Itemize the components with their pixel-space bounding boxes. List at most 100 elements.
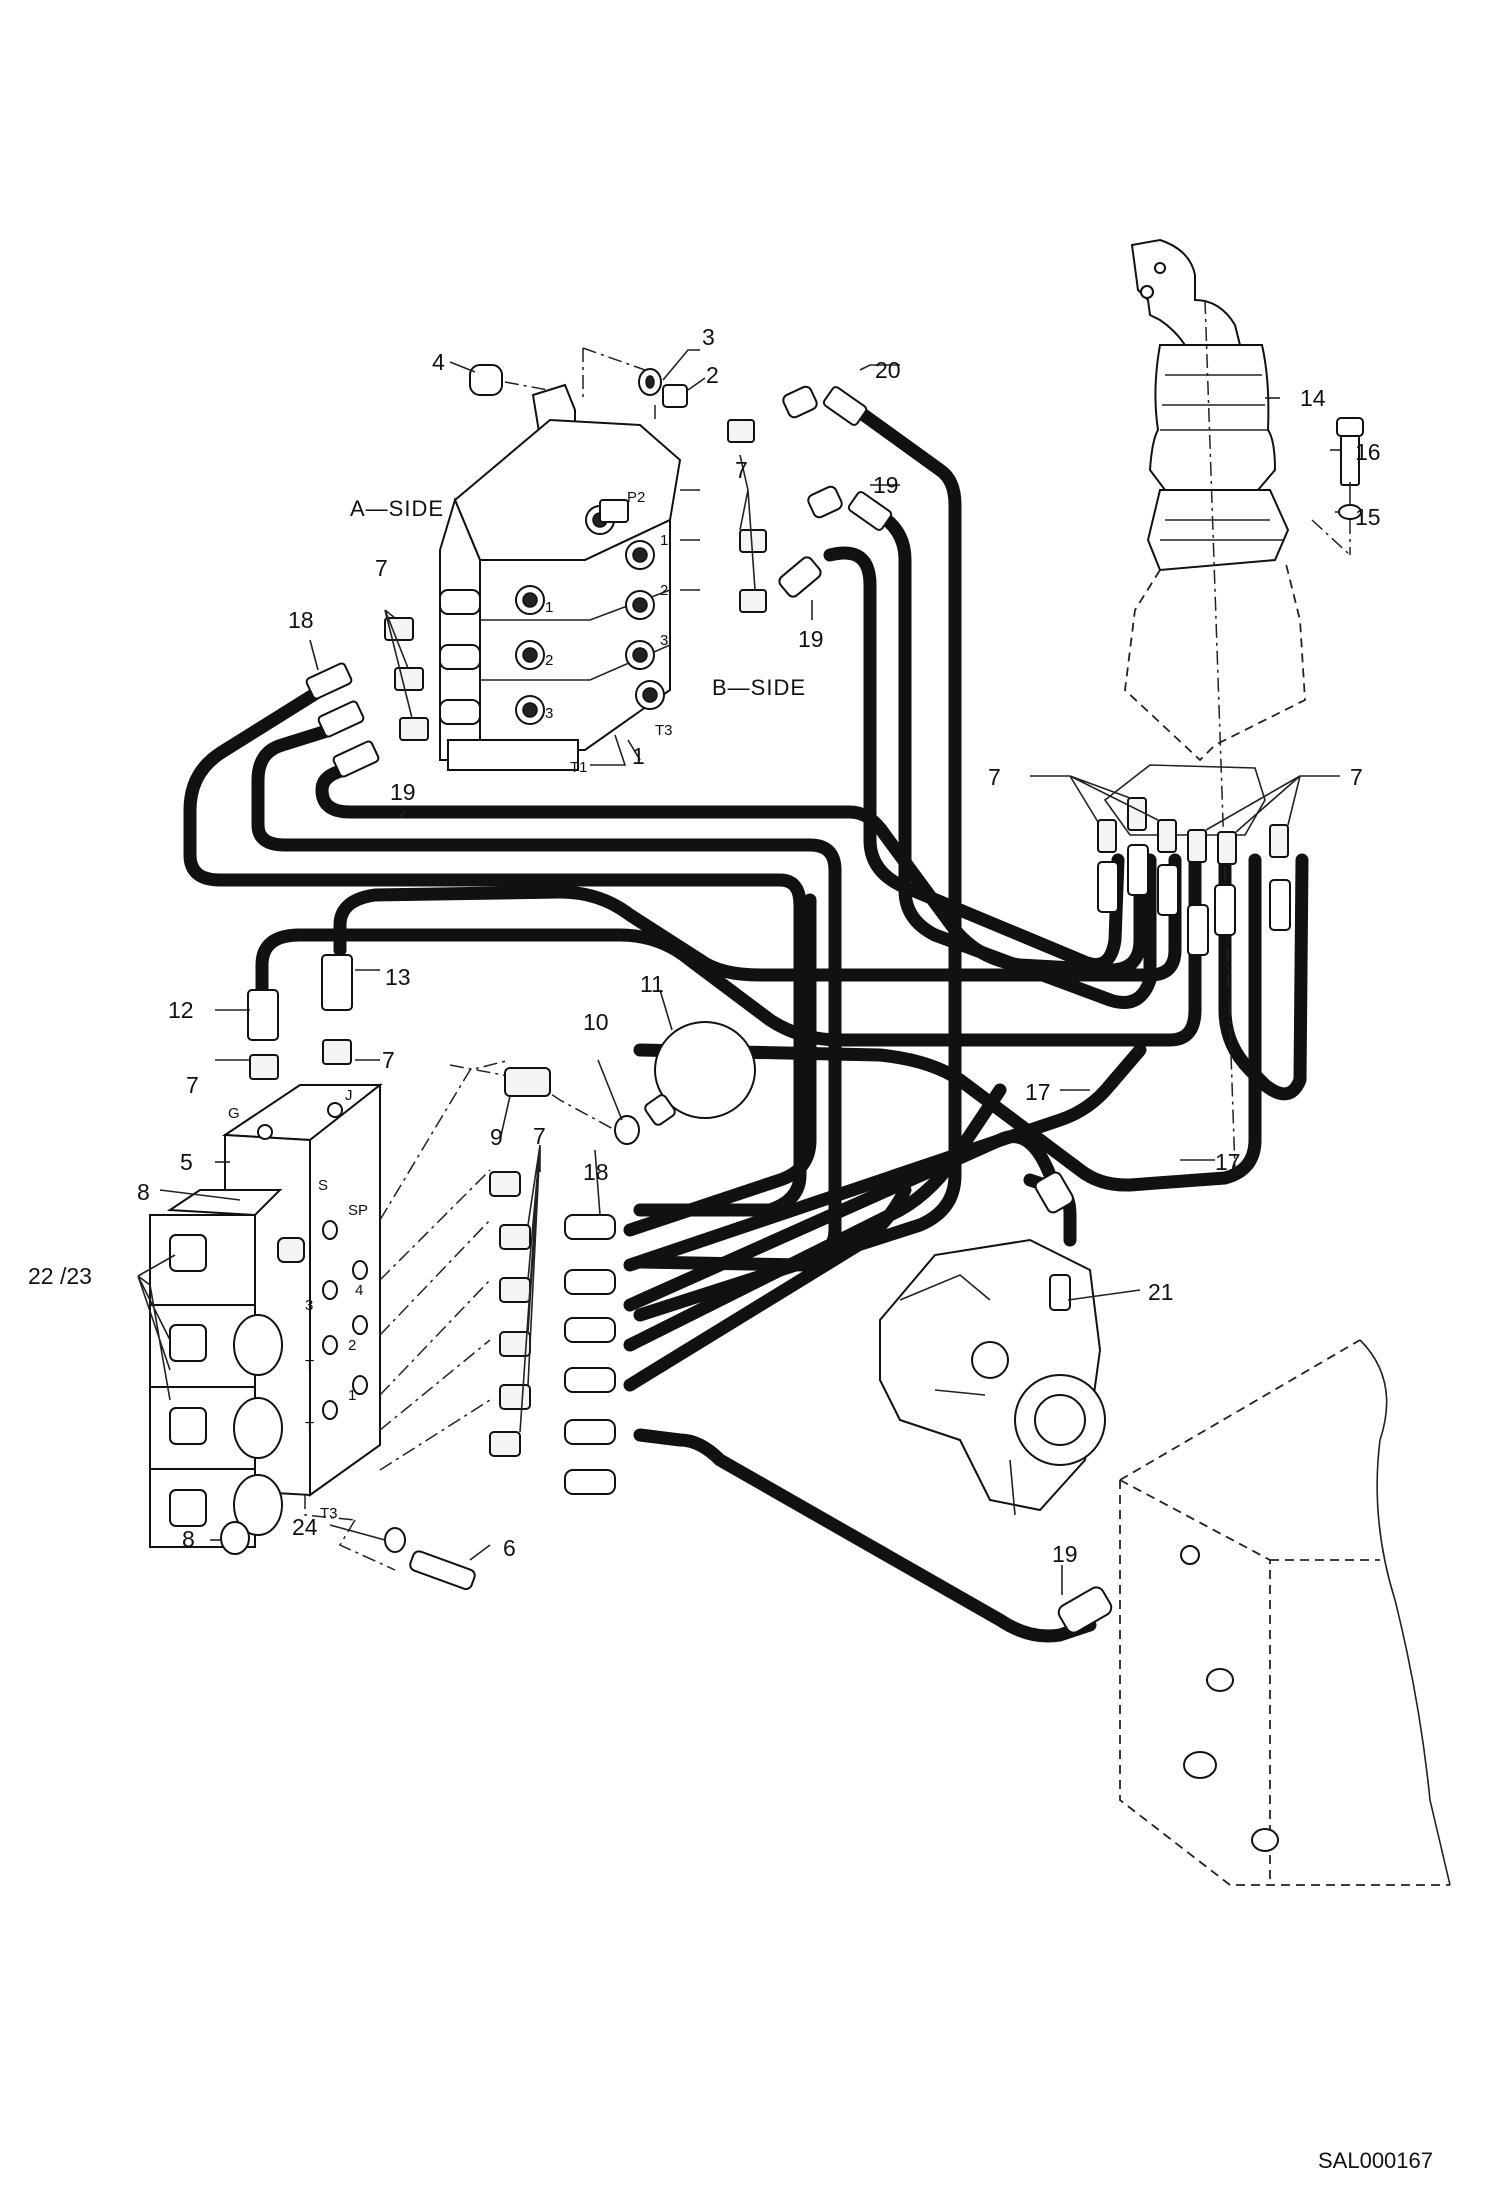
callout-7-joystick-left: 7 [988,764,1001,790]
solenoid-valve-stack [149,1189,283,1548]
callout-7-manifold-g: 7 [186,1072,199,1098]
fitting-21 [1049,1274,1071,1311]
hose-18-lower [623,893,817,1237]
callout-19-upper: 19 [873,472,899,498]
port-plate-outline [1103,764,1266,836]
hose-18-upper [183,685,807,1217]
hose-19-upper [863,503,1157,1009]
callout-8-lower: 8 [182,1526,195,1552]
port-label-s: S [318,1177,328,1194]
callout-labels: 1 2 3 4 5 6 7 7 7 7 7 7 7 8 8 9 10 11 12… [28,324,1381,1567]
joystick-base [1146,489,1290,572]
hose-r4 [623,1183,912,1392]
callout-17-right: 17 [1215,1149,1241,1175]
valve-spools [439,589,481,725]
part-9-fitting [449,1064,616,1131]
manifold-bolt-line [304,1495,396,1571]
callout-19-lower: 19 [390,779,416,805]
manifold-side [309,1082,381,1497]
pump-flange-bore [1034,1394,1086,1446]
oring-10 [614,1115,640,1145]
part-4-plug [469,364,549,396]
hose-ends-a-side [305,662,380,778]
manifold-port-1: 1 [348,1387,356,1404]
callout-7-column: 7 [533,1123,546,1149]
manifold-assembly [149,954,476,1590]
callout-7-valve-a: 7 [375,555,388,581]
port-label-t1: T1 [570,759,588,776]
hose-r2 [623,1130,1057,1312]
pump-details [899,1274,1016,1516]
screw-16-head [1336,417,1364,437]
callout-1: 1 [632,743,645,769]
callout-14: 14 [1300,385,1326,411]
tank-fitting-top [1180,1545,1200,1565]
valve-b-side-stubs [680,489,700,591]
tank-cut-edge [1359,1339,1451,1886]
callout-3: 3 [702,324,715,350]
valve-port-2-right: 2 [660,582,668,599]
pump-assembly [879,1171,1106,1516]
leader-lines [137,349,1351,1595]
callout-16: 16 [1355,439,1381,465]
manifold-fittings-7 [249,1039,352,1263]
port-label-t3-valve: T3 [655,722,673,739]
manifold-port-2: 2 [348,1337,356,1354]
b-side-label: B—SIDE [712,675,806,700]
callout-10: 10 [583,1009,609,1035]
manifold-ports [257,1102,368,1420]
valve-ports [515,505,665,725]
joystick-boot [1148,344,1277,491]
accumulator-sphere [654,1021,756,1119]
valve-base-flange [447,739,579,771]
manifold-port-4: 4 [355,1282,363,1299]
callout-5: 5 [180,1149,193,1175]
boot-ribs [1160,374,1268,431]
valve-fittings-7-a [384,617,429,741]
port-markings: P2 T1 T3 1 2 3 1 2 3 G J S SP 4 3 2 T 1 … [228,489,673,1522]
valve-port-1-right: 1 [660,532,668,549]
accumulator-port [644,1094,676,1126]
port-label-t3-manifold: T3 [320,1505,338,1522]
callout-18-column: 18 [583,1159,609,1185]
hose-group [183,398,1309,1643]
port-label-g: G [228,1105,240,1122]
bolt-6 [409,1550,476,1590]
tank-port-2 [1183,1751,1217,1779]
manifold-port-t-2: T [305,1419,314,1436]
accumulator-assembly [614,1021,756,1145]
callout-7-valve-b: 7 [735,457,748,483]
manifold-port-t-1: T [305,1357,314,1374]
callout-11: 11 [640,971,664,997]
joystick-pivot [1140,285,1154,299]
washer-24 [384,1527,406,1553]
callout-4: 4 [432,349,445,375]
hose-19-mid [823,546,1125,971]
callout-2: 2 [706,362,719,388]
valve-port-1-left: 1 [545,599,553,616]
manifold-fitting-column [379,1059,616,1495]
solenoid-hex-nuts [169,1234,207,1527]
solenoid-caps [233,1314,283,1536]
valve-fittings [305,364,893,778]
callout-19-mid: 19 [798,626,824,652]
hose-r3 [623,1083,1007,1352]
part-12-13-adapters [247,954,353,1041]
hose-r1 [623,1043,1147,1272]
fitting-centerlines [379,1059,511,1471]
hose-12-loop [255,853,1202,1047]
tank-outline [1119,1339,1450,1886]
callout-18-valve: 18 [288,607,314,633]
hose-end-19-tank [1057,1586,1113,1634]
a-side-label: A—SIDE [350,496,444,521]
pump-control [971,1341,1009,1379]
tank-port-3 [1251,1828,1279,1852]
part-3-washer [638,368,662,396]
port-label-j: J [345,1087,353,1104]
callout-12: 12 [168,997,194,1023]
callout-15: 15 [1355,504,1381,530]
elbows-18-column [564,1214,616,1495]
screw-line-16 [1311,519,1351,556]
callout-19-tank: 19 [1052,1541,1078,1567]
